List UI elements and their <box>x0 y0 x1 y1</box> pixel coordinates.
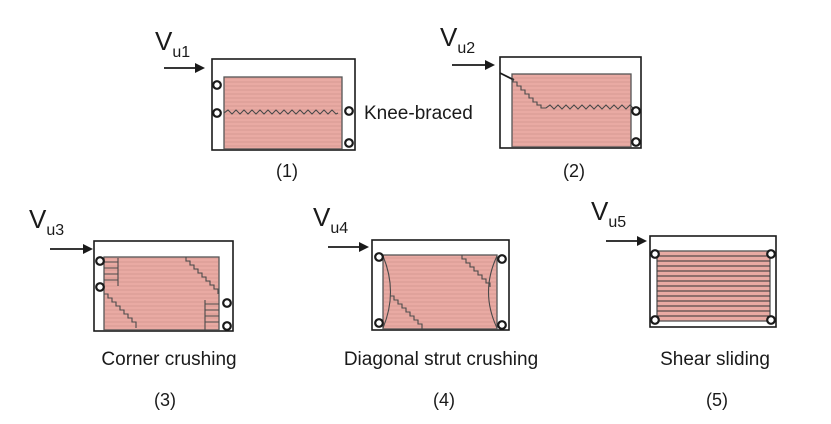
force-arrow-4 <box>328 242 369 252</box>
frame-3 <box>93 240 234 332</box>
frame-5 <box>649 235 777 328</box>
hinge-icon <box>497 320 507 330</box>
stepped-crack-2 <box>512 78 634 110</box>
stepped-crack-lower-3 <box>104 293 137 328</box>
hinge-icon <box>344 138 354 148</box>
panel-4: Vu4 Diagonal strut crushing (4) <box>313 202 538 410</box>
crush-zone-top-left-3 <box>104 258 119 286</box>
force-arrow-5 <box>606 236 647 246</box>
caption-shear-sliding: Shear sliding <box>660 349 770 370</box>
frame-1 <box>211 58 356 151</box>
hinge-icon <box>374 318 384 328</box>
force-label-3: Vu3 <box>29 204 64 239</box>
infill-hatch-1 <box>225 78 341 148</box>
strut-boundary-left-4 <box>382 255 391 329</box>
hinge-icon <box>766 249 776 259</box>
sliding-planes-5 <box>657 255 770 317</box>
hinge-icon <box>344 106 354 116</box>
caption-diagonal-strut-crushing: Diagonal strut crushing <box>344 349 538 370</box>
force-label-4: Vu4 <box>313 202 348 237</box>
stepped-crack-upper-4 <box>461 255 491 287</box>
hinge-icon <box>766 315 776 325</box>
hinge-icon <box>650 249 660 259</box>
hinge-icon <box>222 321 232 331</box>
force-arrow-3 <box>50 244 93 254</box>
frame-4 <box>371 239 510 331</box>
panel-number-2: (2) <box>563 161 585 181</box>
caption-knee-braced: Knee-braced <box>364 103 473 124</box>
hinge-icon <box>212 108 222 118</box>
panel-number-5: (5) <box>706 390 728 410</box>
hinge-icon <box>374 252 384 262</box>
hinge-icon <box>95 256 105 266</box>
hinge-icon <box>631 137 641 147</box>
stepped-crack-lower-4 <box>390 295 423 329</box>
force-arrow-2 <box>452 60 495 70</box>
infill-hatch-2 <box>513 75 630 146</box>
hinge-icon <box>650 315 660 325</box>
sliding-crack-1 <box>223 109 339 115</box>
panel-5: Vu5 Shear sliding (5) <box>591 196 777 410</box>
force-label-5: Vu5 <box>591 196 626 231</box>
panel-number-3: (3) <box>154 390 176 410</box>
force-arrow-1 <box>164 63 205 73</box>
strut-boundary-right-4 <box>488 255 498 329</box>
hinge-icon <box>212 80 222 90</box>
hinge-icon <box>631 106 641 116</box>
hinge-icon <box>222 298 232 308</box>
frame-2 <box>499 56 642 149</box>
infill-hatch-3 <box>105 258 218 329</box>
hinge-icon <box>497 254 507 264</box>
panel-2: Knee-braced Vu2 (2) <box>364 22 642 181</box>
panel-number-1: (1) <box>276 161 298 181</box>
caption-corner-crushing: Corner crushing <box>101 349 236 370</box>
panel-3: Vu3 Corner crushing (3) <box>29 204 237 410</box>
force-label-2: Vu2 <box>440 22 475 57</box>
hinge-icon <box>95 282 105 292</box>
crush-zone-bottom-right-3 <box>204 300 219 330</box>
panel-1: Vu1 (1) <box>155 26 356 181</box>
infill-hatch-4 <box>384 256 496 328</box>
force-label-1: Vu1 <box>155 26 190 61</box>
knee-brace-2 <box>499 72 515 81</box>
panel-number-4: (4) <box>433 390 455 410</box>
stepped-crack-upper-3 <box>185 257 219 294</box>
